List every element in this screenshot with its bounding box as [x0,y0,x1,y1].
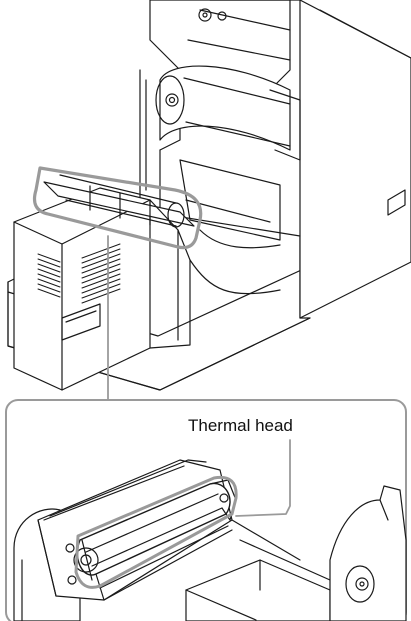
thermal-head-closeup [13,459,407,621]
highlight-outline [32,166,203,250]
thermal-head-label: Thermal head [188,416,293,435]
callout-leader [235,439,291,517]
vent-grille [37,243,121,304]
printhead-unit [13,174,281,391]
